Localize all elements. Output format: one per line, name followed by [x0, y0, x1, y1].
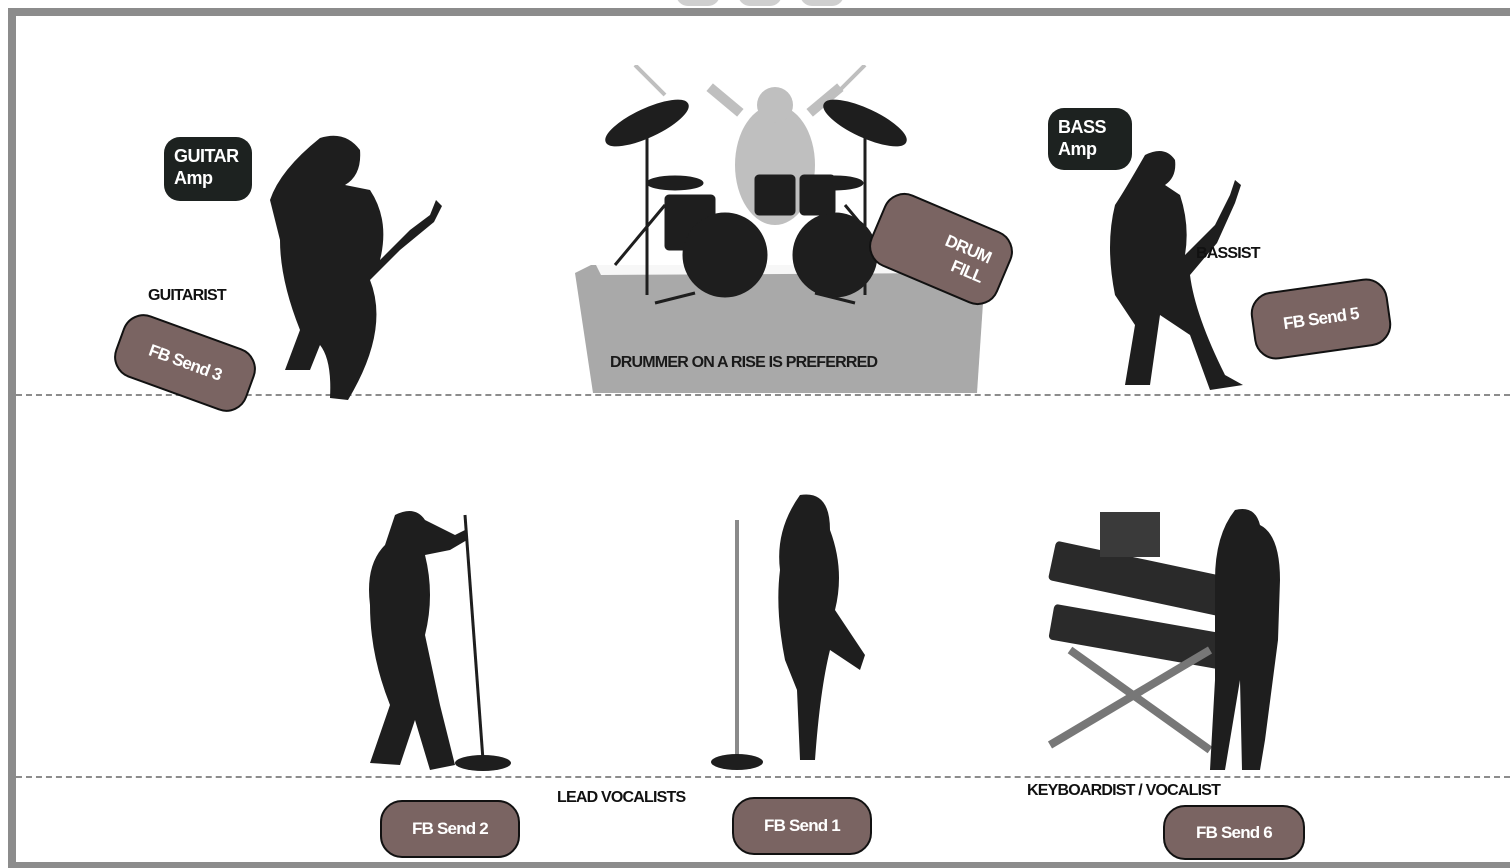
monitor-fb-send-1: FB Send 1 [732, 797, 872, 855]
frame-bottom [8, 862, 1510, 868]
male-vocalist-silhouette [355, 505, 515, 780]
monitor-fb-send-1-label: FB Send 1 [764, 816, 840, 836]
guitar-amp-sub: Amp [174, 167, 242, 189]
monitor-fb-send-2: FB Send 2 [380, 800, 520, 858]
drummer-silhouette [595, 65, 915, 305]
keyboardist-silhouette [1010, 490, 1290, 780]
monitor-fb-send-6-label: FB Send 6 [1196, 823, 1272, 843]
frame-top [8, 8, 1510, 16]
guitar-amp: GUITAR Amp [164, 137, 252, 201]
lead-vocalists-label: LEAD VOCALISTS [557, 789, 685, 807]
frame-left [8, 8, 16, 868]
female-vocalist-silhouette [705, 490, 885, 775]
monitor-fb-send-3-label: FB Send 3 [146, 341, 224, 386]
bass-amp-label: BASS [1058, 116, 1122, 138]
bassist-label: BASSIST [1196, 245, 1260, 263]
bass-amp-sub: Amp [1058, 138, 1122, 160]
monitor-fb-send-5: FB Send 5 [1248, 276, 1394, 363]
monitor-fb-send-6: FB Send 6 [1163, 805, 1305, 860]
bass-amp: BASS Amp [1048, 108, 1132, 170]
monitor-fb-send-5-label: FB Send 5 [1282, 304, 1360, 334]
keyboardist-label: KEYBOARDIST / VOCALIST [1027, 782, 1220, 800]
guitar-amp-label: GUITAR [174, 145, 242, 167]
bassist-silhouette [1095, 145, 1255, 395]
drum-riser-note: DRUMMER ON A RISE IS PREFERRED [610, 354, 877, 372]
guitarist-label: GUITARIST [148, 287, 226, 305]
monitor-fb-send-2-label: FB Send 2 [412, 819, 488, 839]
monitor-fb-send-3: FB Send 3 [108, 308, 262, 418]
guitarist-silhouette [250, 130, 450, 405]
title-peek [640, 0, 880, 8]
